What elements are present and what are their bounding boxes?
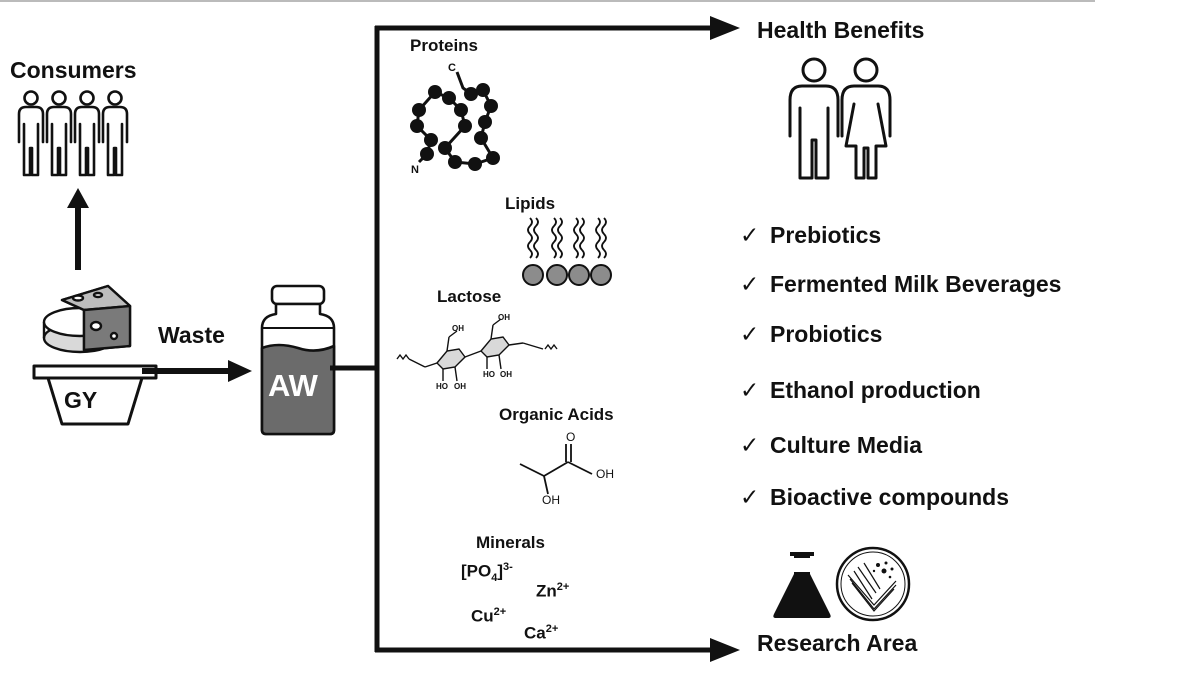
check-icon: ✓ (740, 377, 760, 403)
benefit-item: ✓Culture Media (740, 432, 923, 458)
protein-chain-icon (410, 71, 500, 171)
petri-dish-icon (835, 546, 911, 622)
check-icon: ✓ (740, 432, 760, 458)
protein-c-terminal: C (448, 62, 456, 74)
benefit-item: ✓Fermented Milk Beverages (740, 271, 1062, 297)
proteins-label: Proteins (410, 36, 479, 55)
cheese-icon (42, 284, 132, 354)
protein-n-terminal: N (411, 164, 419, 176)
lactose-oh-3: OH (454, 382, 466, 391)
lactose-label: Lactose (437, 287, 502, 306)
lactose-ho-1: HO (436, 382, 448, 391)
lactic-acid-oh-2: OH (542, 493, 560, 507)
waste-arrow (142, 360, 252, 382)
health-benefits-label: Health Benefits (757, 17, 925, 43)
benefit-item: ✓Probiotics (740, 321, 883, 347)
gy-label: GY (64, 387, 98, 413)
ion-phosphate: [PO4]3- (461, 561, 513, 585)
benefit-item: ✓Prebiotics (740, 222, 882, 248)
lactic-acid-icon (519, 444, 593, 495)
lactic-acid-o: O (566, 430, 576, 444)
lactose-oh-2: OH (498, 313, 510, 322)
people-group-icon (17, 90, 129, 177)
top-rule (0, 0, 1095, 2)
benefit-item: ✓Ethanol production (740, 377, 981, 403)
lactose-oh-1: OH (452, 324, 464, 333)
lactose-ho-2: HO (483, 370, 495, 379)
check-icon: ✓ (740, 271, 760, 297)
branch-arrows (330, 16, 740, 662)
lipids-label: Lipids (505, 194, 556, 213)
check-icon: ✓ (740, 321, 760, 347)
arrow-up-to-consumers (67, 188, 89, 270)
research-area-label: Research Area (757, 630, 918, 656)
minerals-label: Minerals (476, 533, 545, 552)
bottle-icon (260, 284, 336, 436)
lactose-structure-icon (396, 318, 558, 382)
consumers-label: Consumers (10, 57, 137, 83)
benefit-item: ✓Bioactive compounds (740, 484, 1009, 510)
check-icon: ✓ (740, 484, 760, 510)
waste-label: Waste (158, 322, 225, 348)
ion-copper: Cu2+ (471, 606, 507, 626)
ion-calcium: Ca2+ (524, 623, 559, 643)
lactose-oh-4: OH (500, 370, 512, 379)
organic-acids-label: Organic Acids (499, 405, 614, 424)
lactic-acid-oh-1: OH (596, 467, 614, 481)
check-icon: ✓ (740, 222, 760, 248)
couple-icon (788, 57, 892, 180)
ion-zinc: Zn2+ (536, 581, 570, 601)
flask-icon (773, 552, 831, 618)
lipids-icon (522, 217, 612, 286)
aw-label: AW (268, 368, 318, 403)
